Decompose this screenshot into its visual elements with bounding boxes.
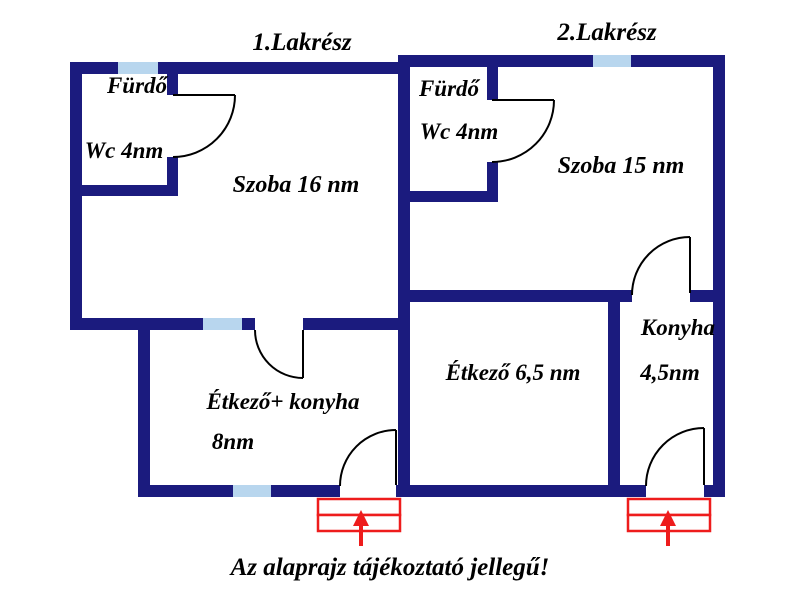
unit2-room-label: Szoba 15 nm xyxy=(558,153,685,179)
door-arc-entrance1 xyxy=(339,429,397,487)
wall-mid-unit1-seg2 xyxy=(303,318,398,330)
entrance-step-unit1-a xyxy=(316,497,402,517)
wall-bath1-vertical-lower xyxy=(167,157,178,196)
entrance-markers xyxy=(316,497,712,546)
unit2-kitchen-area-label: 4,5nm xyxy=(639,360,699,385)
wall-top-unit2 xyxy=(398,55,725,67)
unit1-room-label: Szoba 16 nm xyxy=(233,172,360,198)
disclaimer-note: Az alaprajz tájékoztató jellegű! xyxy=(229,554,550,581)
window-top-unit2 xyxy=(593,55,631,67)
entrance-arrowhead-unit2 xyxy=(660,510,676,526)
unit2-wc-label: Wc 4nm xyxy=(420,119,499,144)
wall-bath1-horizontal xyxy=(70,185,178,196)
unit2-dining-label: Étkező 6,5 nm xyxy=(445,360,581,385)
unit1-title: 1.Lakrész xyxy=(252,29,352,56)
unit2-title: 2.Lakrész xyxy=(556,19,657,46)
windows xyxy=(118,55,631,497)
unit1-dining-area-label: 8nm xyxy=(212,429,254,454)
wall-bottom-seg3 xyxy=(704,485,725,497)
door-arc-entrance2 xyxy=(645,427,705,487)
window-mid-unit1 xyxy=(203,318,242,330)
entrance-arrowhead-unit1 xyxy=(353,510,369,526)
wall-bottom-seg2 xyxy=(396,485,646,497)
wall-right xyxy=(713,55,725,497)
door-arc-bath2 xyxy=(491,99,555,163)
window-bottom-unit1 xyxy=(233,485,271,497)
wall-bath2-horizontal xyxy=(398,191,498,202)
wall-left-lower xyxy=(138,318,150,497)
wall-step-horizontal xyxy=(70,318,150,330)
unit1-dining-label: Étkező+ konyha xyxy=(205,389,359,414)
wall-bath1-vertical-upper xyxy=(167,62,178,95)
wall-kitchen-vertical xyxy=(608,290,620,497)
door-arc-dining1 xyxy=(254,329,304,379)
wall-bath2-vertical-upper xyxy=(487,55,498,100)
door-swings xyxy=(172,94,705,487)
wall-mid-unit2-seg1 xyxy=(398,290,632,302)
wall-mid-unit2-seg2 xyxy=(690,290,725,302)
walls xyxy=(70,55,725,497)
unit2-kitchen-label: Konyha xyxy=(640,315,715,340)
entrance-marker-unit2 xyxy=(626,497,712,546)
wall-bath2-vertical-lower xyxy=(487,162,498,202)
labels: 1.Lakrész 2.Lakrész Fürdő Wc 4nm Szoba 1… xyxy=(85,19,715,581)
wall-unit-divider xyxy=(398,55,410,497)
window-top-unit1 xyxy=(118,62,158,74)
door-arc-bath1 xyxy=(172,94,236,158)
unit1-wc-label: Wc 4nm xyxy=(85,138,164,163)
entrance-marker-unit1 xyxy=(316,497,402,546)
unit1-bathroom-label: Fürdő xyxy=(106,73,169,98)
unit2-bathroom-label: Fürdő xyxy=(418,76,481,101)
door-arc-kitchen xyxy=(631,236,691,296)
